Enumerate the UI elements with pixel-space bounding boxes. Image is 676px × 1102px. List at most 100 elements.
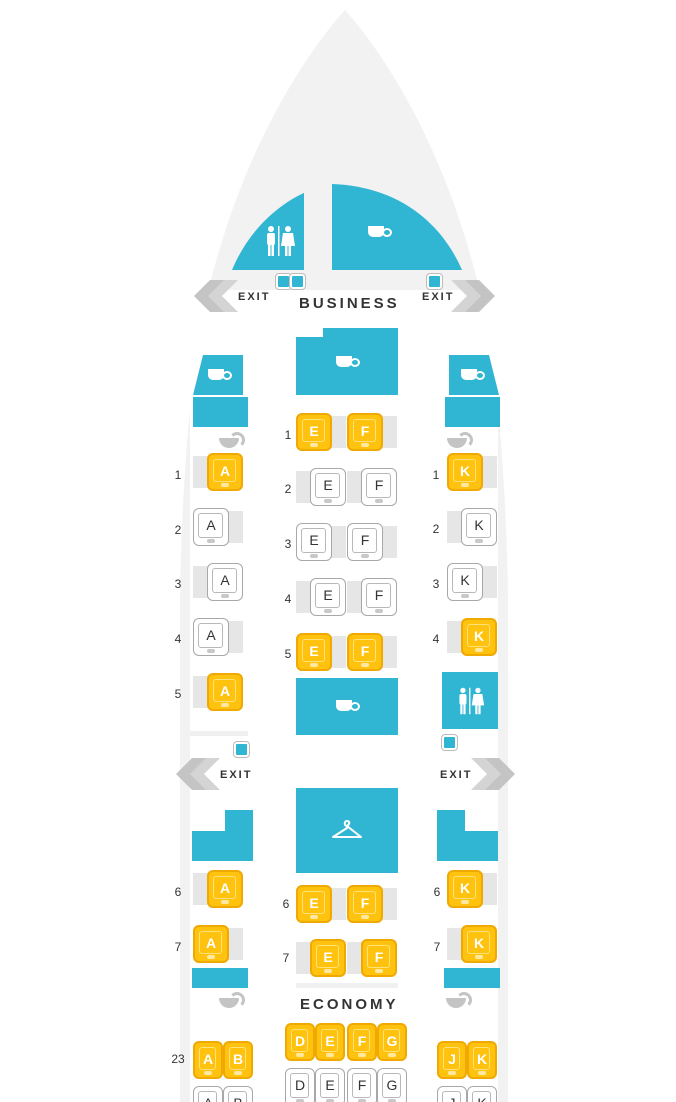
seat-button[interactable]: E: [310, 578, 346, 616]
seat-5E[interactable]: E: [296, 633, 348, 673]
seat-button[interactable]: F: [361, 578, 397, 616]
seat-4A[interactable]: A: [193, 618, 245, 658]
seat-4E[interactable]: E: [296, 578, 348, 618]
seat-3K[interactable]: K: [447, 563, 499, 603]
seat-button[interactable]: F: [347, 1023, 377, 1061]
seat-4F[interactable]: F: [347, 578, 399, 618]
seat-button[interactable]: A: [207, 563, 243, 601]
seat-button[interactable]: E: [310, 468, 346, 506]
seat-button[interactable]: K: [461, 925, 497, 963]
seat-button[interactable]: B: [223, 1086, 253, 1102]
seat-5A[interactable]: A: [193, 673, 245, 713]
seat-2E[interactable]: E: [296, 468, 348, 508]
seat-button[interactable]: E: [296, 885, 332, 923]
seat-footrest: [227, 511, 243, 543]
seat-7A[interactable]: A: [193, 925, 245, 965]
seat-button[interactable]: K: [467, 1041, 497, 1079]
seat-2K[interactable]: K: [447, 508, 499, 548]
seat-button[interactable]: G: [377, 1068, 407, 1102]
power-outlet-icon: [207, 955, 215, 959]
seat-7K[interactable]: K: [447, 925, 499, 965]
seat-23B[interactable]: B: [223, 1041, 275, 1081]
seat-button[interactable]: K: [467, 1086, 497, 1102]
seat-23A[interactable]: A: [193, 1041, 245, 1081]
seat-24F[interactable]: F: [347, 1068, 399, 1102]
seat-button[interactable]: A: [207, 453, 243, 491]
seat-2A[interactable]: A: [193, 508, 245, 548]
seat-button[interactable]: A: [207, 673, 243, 711]
seat-1F[interactable]: F: [347, 413, 399, 453]
seat-1A[interactable]: A: [193, 453, 245, 493]
seat-button[interactable]: D: [285, 1023, 315, 1061]
seat-23G[interactable]: G: [377, 1023, 429, 1063]
seat-button[interactable]: K: [461, 618, 497, 656]
seat-6A[interactable]: A: [193, 870, 245, 910]
seat-button[interactable]: F: [347, 633, 383, 671]
power-outlet-icon: [310, 663, 318, 667]
row-number: 3: [284, 537, 292, 551]
seat-footrest: [296, 942, 312, 974]
power-outlet-icon: [310, 443, 318, 447]
seat-7E[interactable]: E: [296, 939, 348, 979]
seat-button[interactable]: K: [461, 508, 497, 546]
seat-button[interactable]: E: [315, 1023, 345, 1061]
seat-button[interactable]: E: [310, 939, 346, 977]
seat-button[interactable]: A: [207, 870, 243, 908]
seat-button[interactable]: A: [193, 1086, 223, 1102]
seat-23K[interactable]: K: [467, 1041, 519, 1081]
seat-24E[interactable]: E: [315, 1068, 367, 1102]
seat-3E[interactable]: E: [296, 523, 348, 563]
seat-4K[interactable]: K: [447, 618, 499, 658]
seat-button[interactable]: E: [315, 1068, 345, 1102]
seat-2F[interactable]: F: [347, 468, 399, 508]
seat-button[interactable]: B: [223, 1041, 253, 1079]
seat-button[interactable]: K: [447, 453, 483, 491]
seat-1E[interactable]: E: [296, 413, 348, 453]
seat-6E[interactable]: E: [296, 885, 348, 925]
seat-6F[interactable]: F: [347, 885, 399, 925]
seat-button[interactable]: E: [296, 413, 332, 451]
seat-cushion: [452, 568, 477, 593]
power-outlet-icon: [207, 539, 215, 543]
seat-3A[interactable]: A: [193, 563, 245, 603]
seat-23E[interactable]: E: [315, 1023, 367, 1063]
seat-24A[interactable]: A: [193, 1086, 245, 1102]
seat-cushion: [213, 876, 236, 899]
seat-24G[interactable]: G: [377, 1068, 429, 1102]
lavatory-marker-icon: [290, 274, 305, 289]
seat-1K[interactable]: K: [447, 453, 499, 493]
seat-button[interactable]: F: [361, 939, 397, 977]
seat-button[interactable]: J: [437, 1086, 467, 1102]
seat-button[interactable]: F: [347, 413, 383, 451]
seat-button[interactable]: E: [296, 633, 332, 671]
seat-23D[interactable]: D: [285, 1023, 337, 1063]
seat-button[interactable]: E: [296, 523, 332, 561]
seat-6K[interactable]: K: [447, 870, 499, 910]
seat-button[interactable]: F: [347, 1068, 377, 1102]
seat-button[interactable]: F: [361, 468, 397, 506]
seat-23F[interactable]: F: [347, 1023, 399, 1063]
seat-24K[interactable]: K: [467, 1086, 519, 1102]
seat-button[interactable]: J: [437, 1041, 467, 1079]
seat-button[interactable]: A: [193, 618, 229, 656]
power-outlet-icon: [475, 955, 483, 959]
seat-3F[interactable]: F: [347, 523, 399, 563]
seat-button[interactable]: G: [377, 1023, 407, 1061]
seat-button[interactable]: A: [193, 925, 229, 963]
seat-24D[interactable]: D: [285, 1068, 337, 1102]
seat-24B[interactable]: B: [223, 1086, 275, 1102]
seat-footrest: [330, 526, 346, 558]
seat-button[interactable]: F: [347, 885, 383, 923]
seat-button[interactable]: A: [193, 508, 229, 546]
seat-7F[interactable]: F: [347, 939, 399, 979]
seat-23J[interactable]: J: [437, 1041, 489, 1081]
row-number: 1: [432, 468, 440, 482]
seat-letter: A: [219, 463, 231, 479]
seat-24J[interactable]: J: [437, 1086, 489, 1102]
seat-5F[interactable]: F: [347, 633, 399, 673]
seat-button[interactable]: F: [347, 523, 383, 561]
seat-button[interactable]: D: [285, 1068, 315, 1102]
seat-button[interactable]: A: [193, 1041, 223, 1079]
seat-button[interactable]: K: [447, 870, 483, 908]
seat-button[interactable]: K: [447, 563, 483, 601]
